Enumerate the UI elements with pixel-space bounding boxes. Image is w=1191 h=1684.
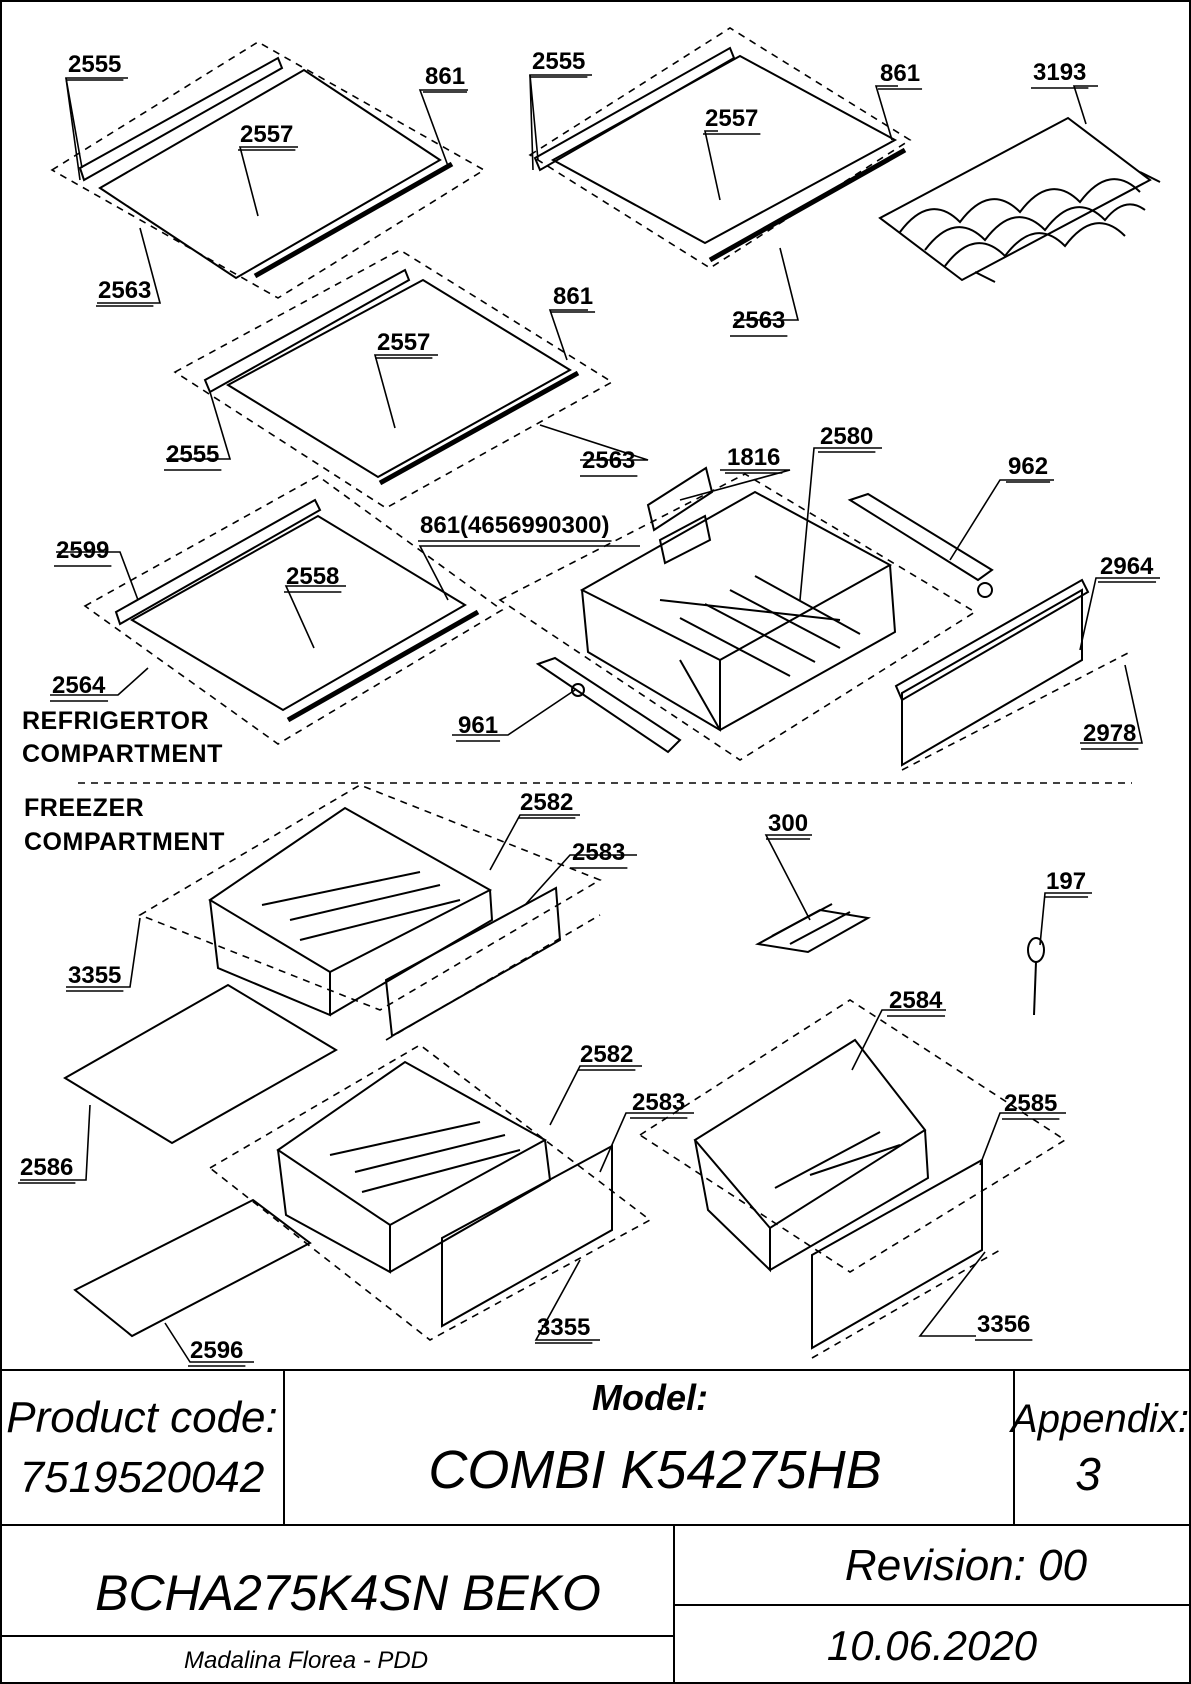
title-block: Product code: 7519520042 Model: COMBI K5… bbox=[1, 1369, 1190, 1683]
callout-2582: 2582 bbox=[580, 1041, 633, 1068]
bottle-rack bbox=[878, 116, 1161, 283]
callout-3355: 3355 bbox=[68, 962, 121, 989]
callout-2558: 2558 bbox=[286, 563, 339, 590]
crisper-drawer bbox=[498, 473, 977, 761]
section-label-freezer-compartment: COMPARTMENT bbox=[24, 828, 225, 856]
callout-2585: 2585 bbox=[1004, 1090, 1057, 1117]
callout-861-4656990300: 861(4656990300) bbox=[420, 512, 610, 539]
callout-197: 197 bbox=[1046, 868, 1086, 895]
callout-2555: 2555 bbox=[166, 441, 219, 468]
author: Madalina Florea - PDD bbox=[184, 1647, 428, 1674]
section-label-freezer: FREEZER bbox=[24, 794, 144, 822]
callout-2557: 2557 bbox=[377, 329, 430, 356]
freezer-drawer-lower bbox=[208, 1044, 652, 1341]
callout-861: 861 bbox=[880, 60, 920, 87]
glass-shelf-top-middle bbox=[528, 27, 912, 269]
callout-3355: 3355 bbox=[537, 1314, 590, 1341]
callout-1816: 1816 bbox=[727, 444, 780, 471]
model-value: COMBI K54275HB bbox=[428, 1440, 881, 1500]
callout-2582: 2582 bbox=[520, 789, 573, 816]
callout-2599: 2599 bbox=[56, 537, 109, 564]
crisper-front-cover bbox=[894, 578, 1131, 771]
callout-2580: 2580 bbox=[820, 423, 873, 450]
callout-2583: 2583 bbox=[632, 1089, 685, 1116]
appendix-label: Appendix: bbox=[1009, 1397, 1189, 1441]
part-callouts: 2555 2557 861 2563 2555 2557 861 2563 31… bbox=[18, 48, 1157, 1367]
callout-2563: 2563 bbox=[582, 447, 635, 474]
crisper-rail-left bbox=[535, 656, 682, 754]
revision: Revision: 00 bbox=[845, 1541, 1088, 1590]
callout-2583: 2583 bbox=[572, 839, 625, 866]
section-label-refrigerator: REFRIGERTOR bbox=[22, 707, 209, 735]
glass-shelf-lower bbox=[83, 475, 504, 745]
callout-2586: 2586 bbox=[20, 1154, 73, 1181]
appendix-value: 3 bbox=[1075, 1448, 1101, 1500]
callout-2584: 2584 bbox=[889, 987, 943, 1014]
ice-scoop-key bbox=[1027, 937, 1045, 1016]
callout-2555: 2555 bbox=[68, 51, 121, 78]
glass-shelf-middle bbox=[173, 249, 614, 509]
crisper-rail-right bbox=[847, 492, 994, 598]
callout-962: 962 bbox=[1008, 453, 1048, 480]
product-name: BCHA275K4SN BEKO bbox=[95, 1565, 601, 1621]
callout-2596: 2596 bbox=[190, 1337, 243, 1364]
glass-shelf-top-left bbox=[50, 41, 486, 299]
model-label: Model: bbox=[592, 1377, 708, 1418]
ice-tray bbox=[754, 903, 871, 954]
freezer-glass-panel-upper bbox=[63, 983, 338, 1145]
product-code-label: Product code: bbox=[6, 1393, 278, 1442]
callout-2964: 2964 bbox=[1100, 553, 1154, 580]
callout-2563: 2563 bbox=[732, 307, 785, 334]
callout-861: 861 bbox=[425, 63, 465, 90]
freezer-glass-panel-lower bbox=[73, 1198, 312, 1338]
callout-3356: 3356 bbox=[977, 1311, 1030, 1338]
callout-2555: 2555 bbox=[532, 48, 585, 75]
section-label-refrigerator-compartment: COMPARTMENT bbox=[22, 740, 223, 768]
leader-lines bbox=[20, 74, 1160, 1363]
callout-300: 300 bbox=[768, 810, 808, 837]
callout-861: 861 bbox=[553, 283, 593, 310]
freezer-drawer-bottom bbox=[638, 999, 1067, 1359]
callout-2564: 2564 bbox=[52, 672, 106, 699]
callout-961: 961 bbox=[458, 712, 498, 739]
callout-3193: 3193 bbox=[1033, 59, 1086, 86]
callout-2557: 2557 bbox=[240, 121, 293, 148]
callout-2563: 2563 bbox=[98, 277, 151, 304]
revision-date: 10.06.2020 bbox=[827, 1622, 1038, 1669]
callout-2557: 2557 bbox=[705, 105, 758, 132]
product-code-value: 7519520042 bbox=[20, 1453, 265, 1502]
callout-2978: 2978 bbox=[1083, 720, 1136, 747]
freezer-drawer-upper bbox=[138, 784, 602, 1041]
